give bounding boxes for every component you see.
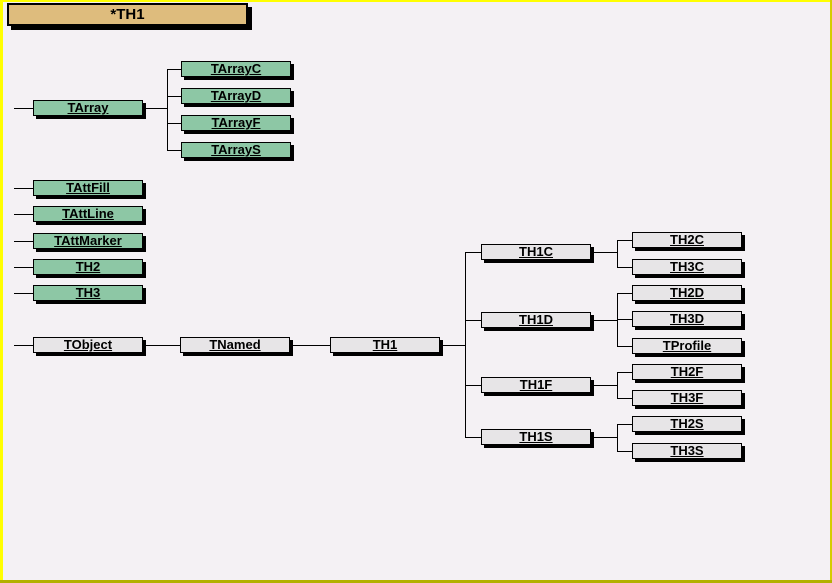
class-node-tnamed[interactable]: TNamed bbox=[180, 337, 290, 353]
connector-line bbox=[14, 241, 33, 242]
class-node-tattfill[interactable]: TAttFill bbox=[33, 180, 143, 196]
connector-line bbox=[465, 252, 481, 253]
frame-edge-bottom bbox=[0, 580, 832, 583]
class-node-th2[interactable]: TH2 bbox=[33, 259, 143, 275]
connector-line bbox=[617, 240, 632, 241]
frame-edge-top bbox=[0, 0, 832, 2]
class-node-th1c[interactable]: TH1C bbox=[481, 244, 591, 260]
tree-title-box: *TH1 bbox=[7, 3, 248, 26]
connector-line bbox=[167, 96, 181, 97]
connector-line bbox=[465, 437, 481, 438]
class-node-tprofile[interactable]: TProfile bbox=[632, 338, 742, 354]
connector-line bbox=[617, 319, 632, 320]
class-node-tarrayd[interactable]: TArrayD bbox=[181, 88, 291, 104]
class-node-th3d[interactable]: TH3D bbox=[632, 311, 742, 327]
connector-line bbox=[617, 293, 618, 347]
connector-line bbox=[617, 424, 632, 425]
connector-line bbox=[465, 252, 466, 438]
class-node-th2f[interactable]: TH2F bbox=[632, 364, 742, 380]
connector-line bbox=[591, 252, 617, 253]
class-node-th2c[interactable]: TH2C bbox=[632, 232, 742, 248]
connector-line bbox=[143, 108, 167, 109]
class-node-th2d[interactable]: TH2D bbox=[632, 285, 742, 301]
connector-line bbox=[617, 398, 632, 399]
class-node-th3s[interactable]: TH3S bbox=[632, 443, 742, 459]
connector-line bbox=[14, 108, 33, 109]
connector-line bbox=[14, 188, 33, 189]
class-node-th3[interactable]: TH3 bbox=[33, 285, 143, 301]
connector-line bbox=[617, 267, 632, 268]
connector-line bbox=[167, 69, 168, 151]
connector-line bbox=[617, 240, 618, 268]
connector-line bbox=[617, 293, 632, 294]
class-node-tarray[interactable]: TArray bbox=[33, 100, 143, 116]
class-node-th2s[interactable]: TH2S bbox=[632, 416, 742, 432]
connector-line bbox=[167, 69, 181, 70]
class-node-tarrayc[interactable]: TArrayC bbox=[181, 61, 291, 77]
connector-line bbox=[290, 345, 330, 346]
frame-edge-right bbox=[830, 0, 832, 583]
connector-line bbox=[465, 320, 481, 321]
connector-line bbox=[167, 150, 181, 151]
connector-line bbox=[617, 451, 632, 452]
class-node-th3f[interactable]: TH3F bbox=[632, 390, 742, 406]
tree-title: *TH1 bbox=[110, 6, 145, 23]
connector-line bbox=[617, 346, 632, 347]
connector-line bbox=[617, 424, 618, 452]
class-node-th3c[interactable]: TH3C bbox=[632, 259, 742, 275]
class-node-th1f[interactable]: TH1F bbox=[481, 377, 591, 393]
class-node-th1[interactable]: TH1 bbox=[330, 337, 440, 353]
class-node-tattmarker[interactable]: TAttMarker bbox=[33, 233, 143, 249]
class-node-th1s[interactable]: TH1S bbox=[481, 429, 591, 445]
connector-line bbox=[14, 214, 33, 215]
connector-line bbox=[167, 123, 181, 124]
class-node-tarrays[interactable]: TArrayS bbox=[181, 142, 291, 158]
frame-edge-left bbox=[0, 0, 3, 583]
connector-line bbox=[143, 345, 180, 346]
connector-line bbox=[440, 345, 465, 346]
class-node-th1d[interactable]: TH1D bbox=[481, 312, 591, 328]
class-node-tarrayf[interactable]: TArrayF bbox=[181, 115, 291, 131]
class-node-tobject[interactable]: TObject bbox=[33, 337, 143, 353]
connector-line bbox=[591, 385, 617, 386]
connector-line bbox=[617, 372, 632, 373]
class-node-tattline[interactable]: TAttLine bbox=[33, 206, 143, 222]
connector-line bbox=[14, 293, 33, 294]
connector-line bbox=[591, 437, 617, 438]
connector-line bbox=[465, 385, 481, 386]
connector-line bbox=[14, 267, 33, 268]
connector-line bbox=[591, 320, 617, 321]
connector-line bbox=[14, 345, 33, 346]
connector-line bbox=[617, 372, 618, 399]
